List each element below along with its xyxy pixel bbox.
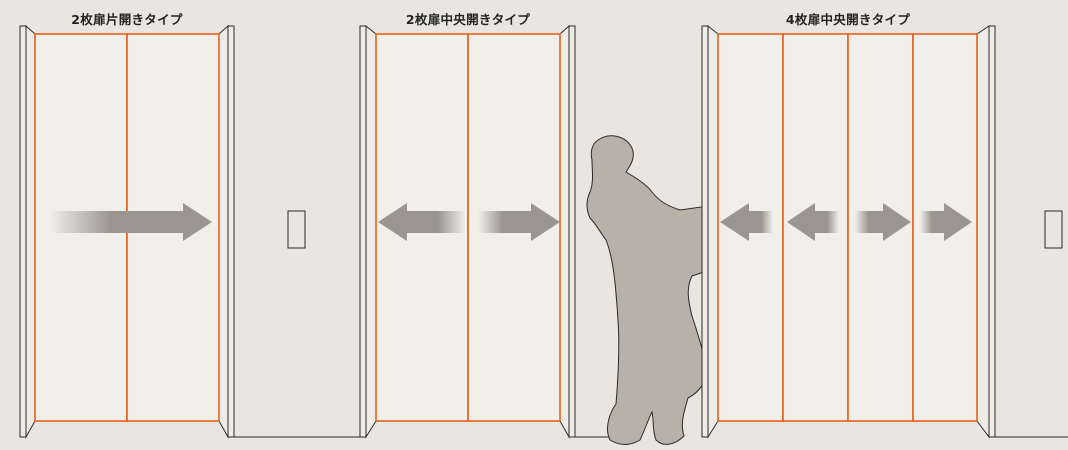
- door-jamb-right: [976, 25, 996, 439]
- label-center-opening-2: 2枚扉中央開きタイプ: [405, 12, 531, 27]
- label-single-sliding-2: 2枚扉片開きタイプ: [71, 12, 183, 27]
- label-center-opening-4: 4枚扉中央開きタイプ: [785, 12, 911, 27]
- motion-arrow-icon: [378, 203, 465, 241]
- motion-arrow-icon: [787, 203, 839, 241]
- door-jamb-left: [359, 24, 377, 439]
- call-button-icon: [1044, 210, 1063, 249]
- motion-arrow-icon: [720, 203, 773, 241]
- elevator-center-opening-2: [359, 24, 576, 439]
- door-jamb-left: [701, 24, 719, 439]
- motion-arrow-icon: [920, 203, 972, 241]
- elevator-center-opening-4: [701, 24, 996, 439]
- elevator-single-sliding-2: [19, 24, 235, 439]
- door-jamb-left: [19, 24, 36, 439]
- door-jamb-right: [218, 24, 235, 439]
- motion-arrow-icon: [50, 203, 212, 241]
- person-silhouette-icon: [586, 135, 727, 445]
- call-button-icon: [287, 210, 306, 249]
- motion-arrow-icon: [478, 203, 560, 241]
- door-jamb-right: [559, 24, 576, 439]
- motion-arrow-icon: [855, 203, 911, 241]
